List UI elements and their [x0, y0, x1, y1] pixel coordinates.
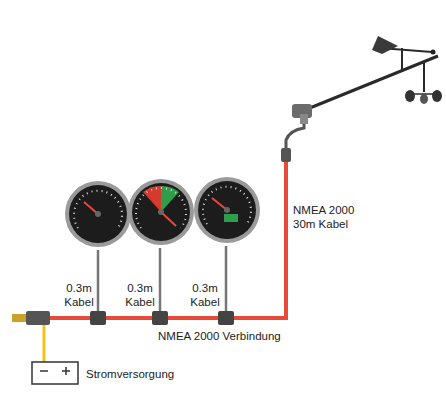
- gauge-bezel: [65, 181, 131, 247]
- gauge: [65, 181, 131, 247]
- tee-connector: [90, 311, 106, 325]
- gauge-needle: [161, 212, 176, 226]
- cable-length-label: 0.3m Kabel: [62, 282, 96, 310]
- gauge-hub: [224, 207, 230, 213]
- tee-connector: [218, 311, 234, 325]
- plus-sign: [65, 367, 67, 375]
- drop-cables: [90, 246, 234, 325]
- gauge-hub: [95, 211, 101, 217]
- backbone-label: NMEA 2000 Verbindung: [158, 330, 281, 344]
- vane-counterweight: [431, 50, 436, 55]
- gauge: [128, 179, 194, 245]
- nmea-backbone: [48, 162, 286, 318]
- anemometer-cup: [420, 94, 428, 104]
- terminator: [12, 314, 26, 322]
- gauge-bezel: [128, 179, 194, 245]
- starboard-sector: [161, 186, 179, 212]
- sensor-mount: [300, 114, 308, 124]
- cable-length-label: 0.3m Kabel: [188, 282, 222, 310]
- gauge-ticks: [136, 188, 186, 228]
- gauge-hub: [158, 209, 164, 215]
- anemometer-cup: [432, 90, 442, 102]
- battery-symbol: [32, 362, 78, 384]
- gauge-bezel: [194, 177, 260, 243]
- minus-sign: [40, 370, 48, 372]
- power-lead: [43, 325, 46, 362]
- cable-length-label: NMEA 2000 30m Kabel: [293, 204, 357, 232]
- vane-post: [401, 48, 403, 70]
- tee-connector: [152, 311, 168, 325]
- anemometer-cup: [405, 90, 415, 102]
- gauge-ticks: [203, 187, 251, 224]
- sensor-arm: [300, 56, 438, 112]
- gauge-face: [69, 185, 127, 243]
- sensor-lead: [286, 124, 304, 150]
- cup-post: [423, 62, 425, 92]
- cable-length-label: 0.3m Kabel: [123, 282, 157, 310]
- drop-cable: [97, 250, 100, 312]
- gauge: [194, 177, 260, 243]
- battery-body: [32, 362, 78, 384]
- drop-cable: [159, 248, 162, 312]
- tee-connector: [26, 311, 50, 325]
- power-tee: [12, 311, 50, 362]
- drop-cable: [225, 246, 228, 312]
- gauge-ticks: [74, 191, 122, 228]
- wind-sensor: [292, 36, 442, 124]
- gauge-face: [132, 183, 190, 241]
- wind-vane: [372, 36, 398, 54]
- power-label: Stromversorgung: [86, 368, 174, 382]
- gauge-display: [224, 214, 238, 222]
- cable-connector: [281, 148, 291, 162]
- gauge-face: [198, 181, 256, 239]
